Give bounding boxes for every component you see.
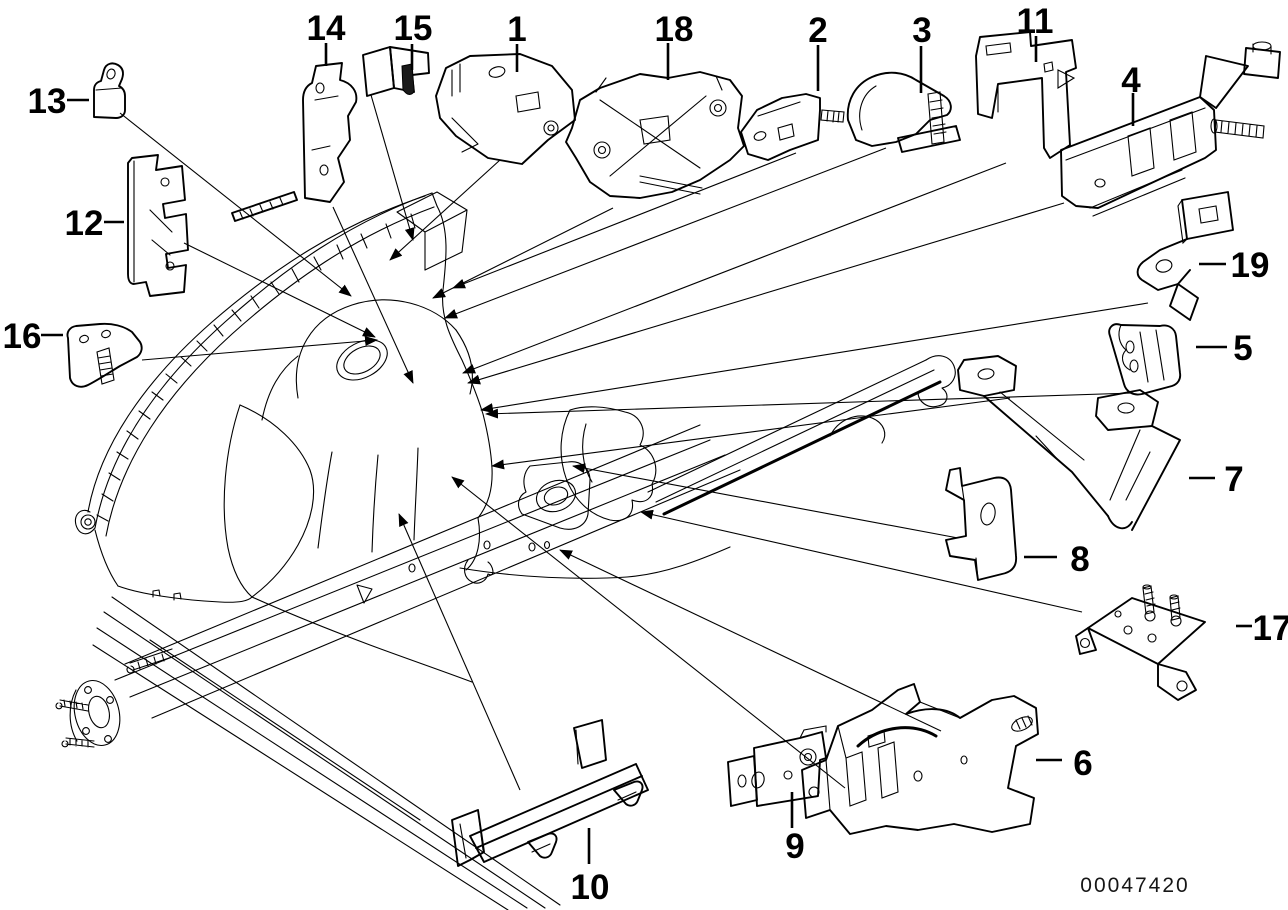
part-sketch-14 (231, 62, 358, 222)
main-assembly-drawing (55, 191, 956, 910)
callout-label-14: 14 (307, 9, 346, 48)
part-sketch-6 (801, 683, 1039, 835)
diagram-id-code: 00047420 (1080, 874, 1189, 897)
part-sketch-19 (1136, 191, 1234, 321)
arch-band-hatches (96, 213, 416, 522)
leader-line-10 (398, 513, 521, 791)
part-sketch-13 (93, 62, 126, 119)
part-sketch-3 (846, 71, 961, 153)
leader-line-7 (491, 397, 1011, 470)
leader-line-8 (572, 463, 959, 539)
callout-label-2: 2 (808, 11, 827, 50)
part-sketch-4 (1057, 41, 1281, 217)
leader-line-16 (141, 336, 378, 361)
callout-label-19: 19 (1231, 246, 1270, 285)
callout-label-6: 6 (1073, 744, 1092, 783)
callout-label-11: 11 (1017, 2, 1054, 41)
leader-line-9 (451, 476, 846, 789)
part-sketch-1 (435, 53, 576, 165)
part-sketch-9 (727, 725, 827, 807)
callout-label-15: 15 (394, 9, 433, 48)
callout-label-5: 5 (1233, 329, 1252, 368)
part-sketch-5 (1108, 323, 1182, 396)
callout-label-18: 18 (655, 10, 694, 49)
callout-label-7: 7 (1224, 460, 1243, 499)
part-sketch-7 (957, 355, 1181, 531)
callout-label-4: 4 (1121, 61, 1141, 100)
part-sketch-17 (1075, 584, 1206, 701)
leader-line-4 (467, 202, 1065, 385)
leader-line-2 (452, 152, 797, 289)
callout-label-10: 10 (571, 868, 610, 907)
leader-line-6 (559, 549, 942, 732)
part-sketch-11 (975, 31, 1077, 159)
leader-line-5 (485, 392, 1134, 419)
leader-line-15 (370, 94, 415, 241)
leader-line-17 (640, 509, 1083, 613)
leader-line-14 (332, 206, 414, 384)
callout-labels: 1 2 3 4 5 6 7 8 9 10 11 12 13 14 15 16 1… (3, 2, 1288, 907)
leader-lines (119, 94, 1149, 791)
leader-line-12 (183, 242, 376, 338)
leader-line-13 (119, 112, 352, 297)
callout-label-13: 13 (28, 82, 67, 121)
leader-stubs (41, 36, 1252, 864)
callout-label-12: 12 (65, 204, 104, 243)
hub-studs (55, 648, 176, 748)
leader-line-19 (480, 302, 1149, 414)
callout-label-17: 17 (1253, 609, 1288, 648)
part-sketch-15 (362, 46, 430, 97)
part-sketch-10 (451, 719, 649, 867)
leader-line-11 (462, 162, 1007, 374)
part-sketch-16 (66, 322, 143, 388)
part-sketches (66, 31, 1281, 867)
part-sketch-12 (127, 154, 189, 297)
part-sketch-8 (945, 467, 1018, 581)
callout-label-9: 9 (785, 827, 804, 866)
leader-line-3 (444, 147, 887, 319)
leader-line-1 (389, 159, 501, 261)
callout-label-3: 3 (912, 11, 931, 50)
callout-label-1: 1 (507, 10, 526, 49)
leader-line-18 (432, 207, 614, 299)
part-sketch-2 (740, 93, 845, 161)
callout-label-8: 8 (1070, 540, 1089, 579)
part-sketch-18 (565, 71, 745, 199)
callout-label-16: 16 (3, 317, 42, 356)
